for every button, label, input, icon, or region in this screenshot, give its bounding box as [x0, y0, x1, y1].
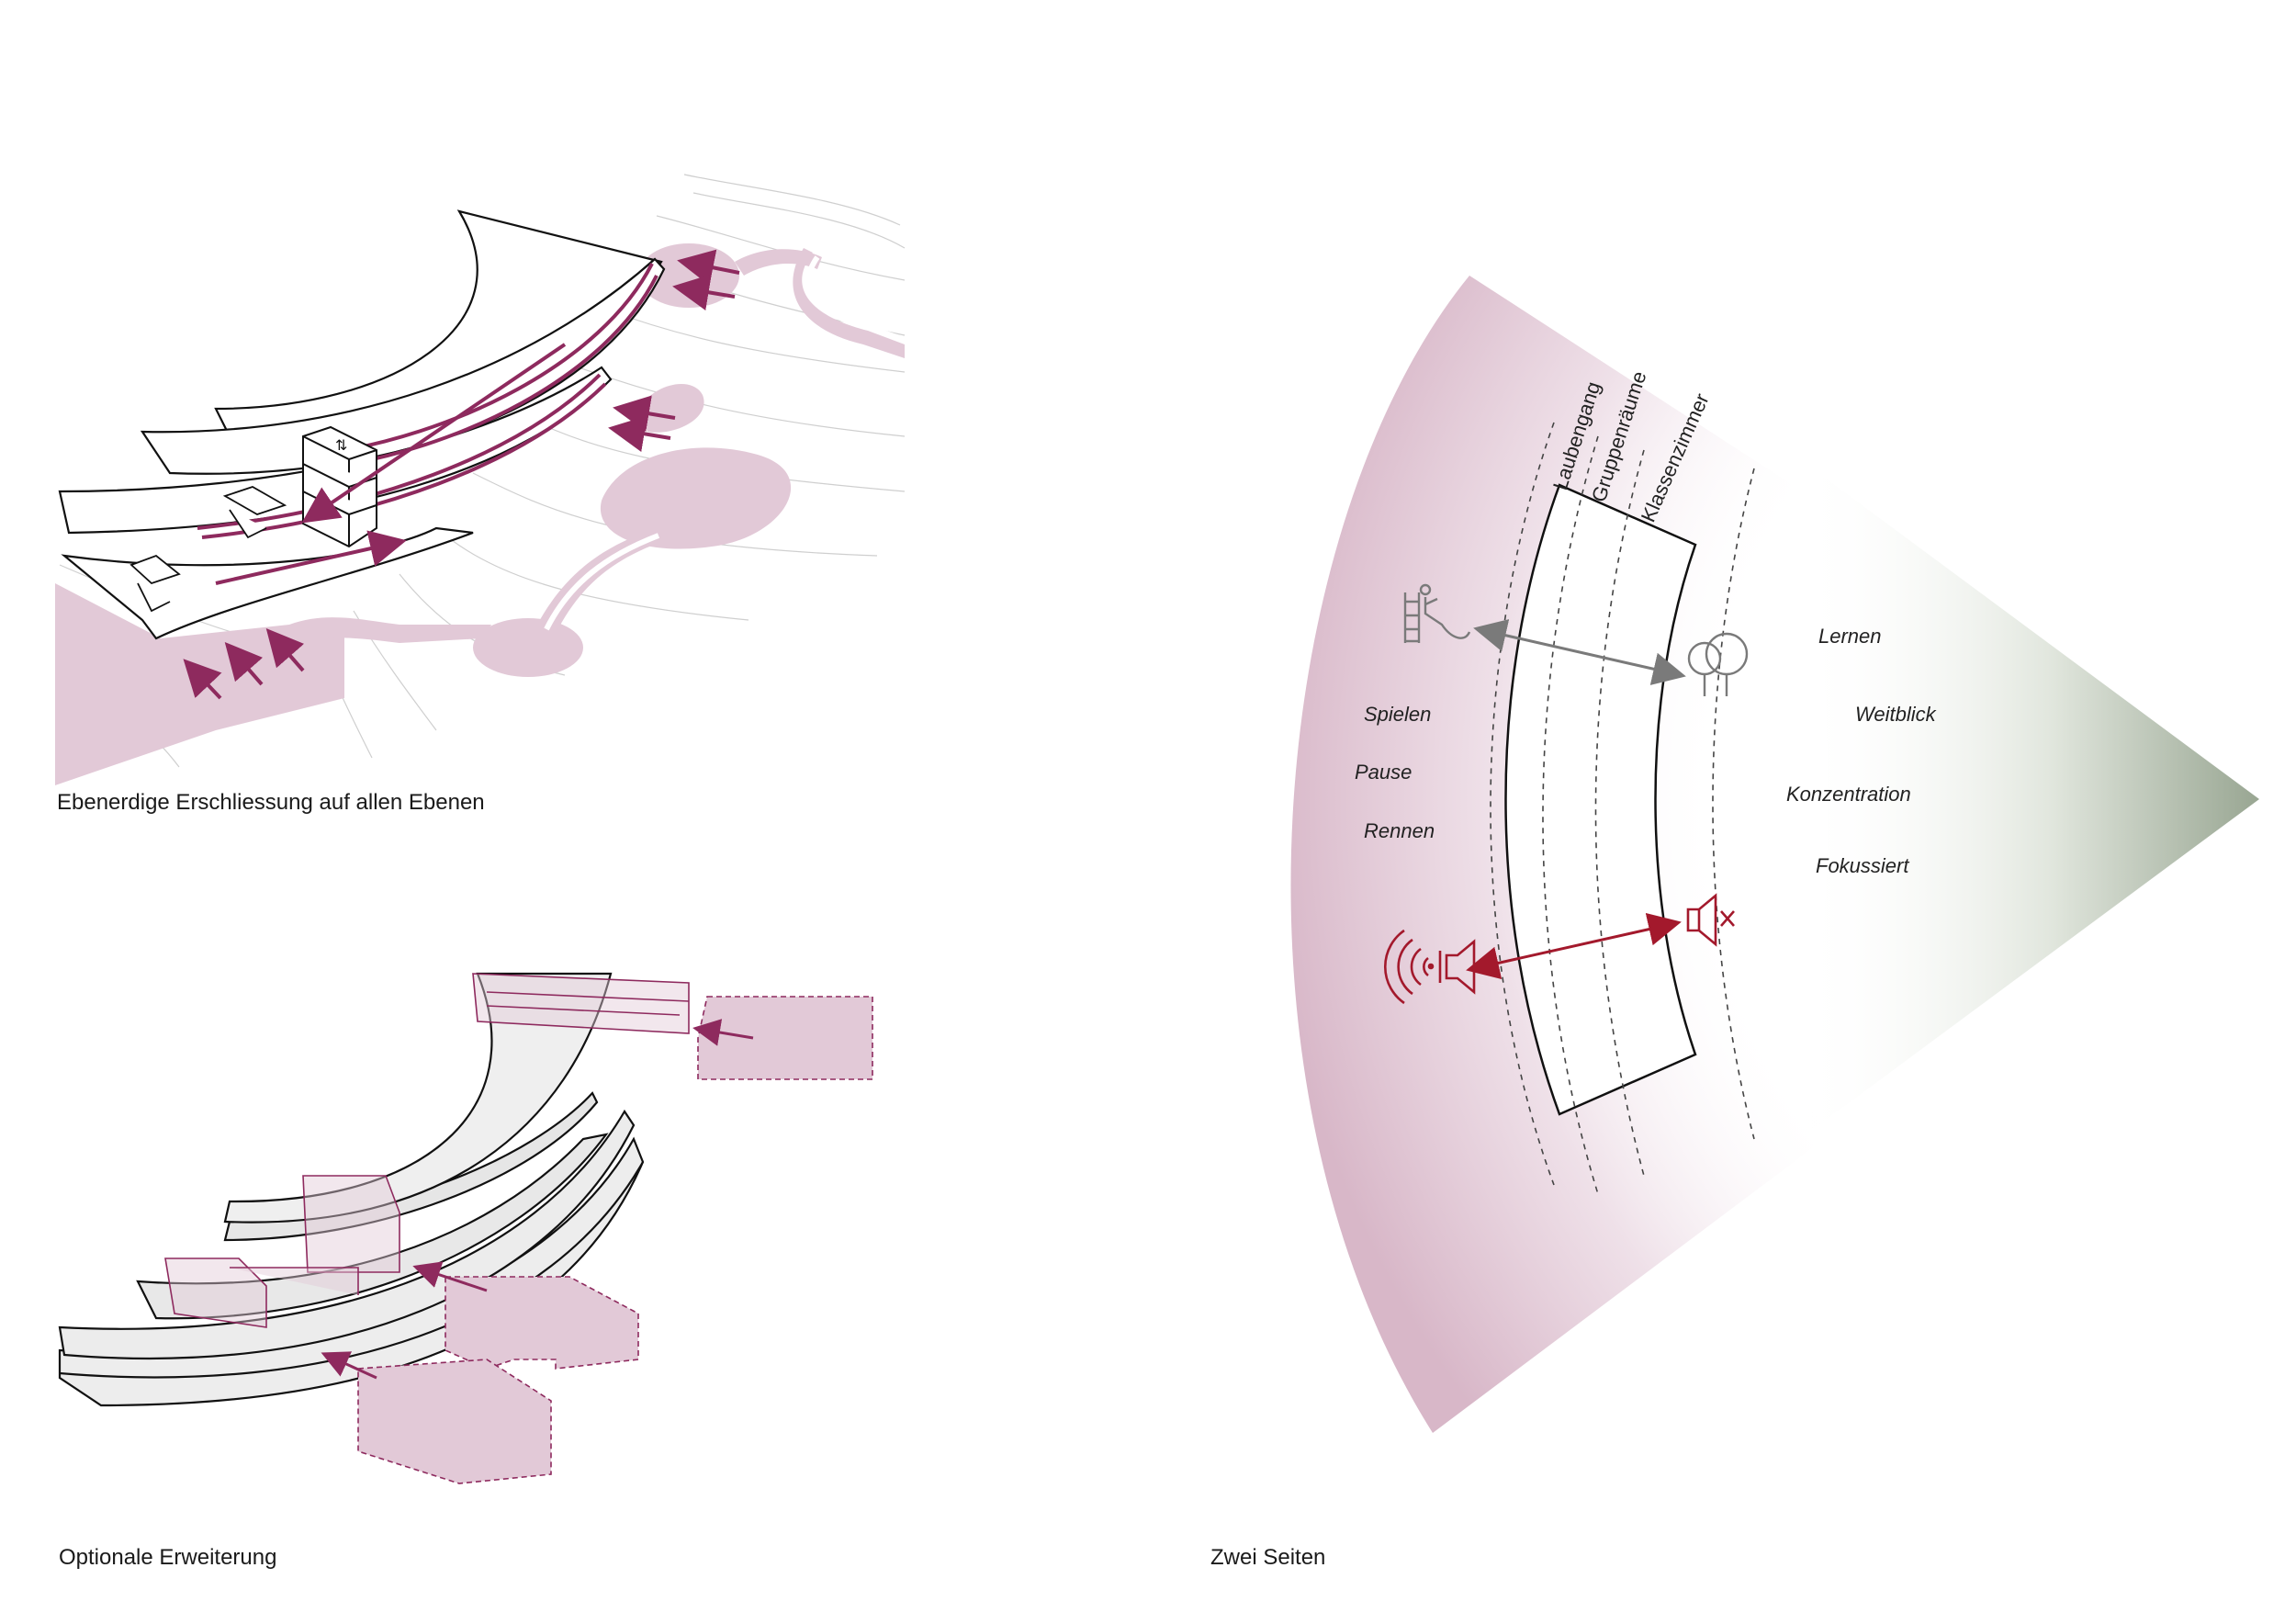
extension-box-top	[697, 996, 873, 1080]
arrow-entry-1	[183, 659, 222, 700]
extension-arrow-middle	[412, 1261, 488, 1292]
caption-two-sides: Zwei Seiten	[1210, 1545, 1326, 1570]
extension-box-middle	[445, 1276, 639, 1370]
arrow-mid-1	[613, 395, 676, 432]
arrow-entry-3	[265, 627, 305, 672]
slab-level-3	[140, 257, 666, 475]
view-relation-arrow	[1473, 619, 1686, 685]
arrow-top-1	[677, 249, 740, 286]
label-focused: Fokussiert	[1816, 854, 1909, 877]
ground-paths	[55, 243, 905, 785]
extension-box-bottom	[357, 1359, 552, 1484]
extension-outlines	[164, 973, 690, 1328]
label-view: Weitblick	[1855, 703, 1937, 726]
label-concentration: Konzentration	[1786, 783, 1911, 806]
label-learn: Lernen	[1818, 625, 1882, 648]
playground-slide-icon	[1403, 583, 1471, 643]
extension-arrows	[321, 1019, 754, 1380]
label-play: Spielen	[1364, 703, 1431, 726]
speaker-sound-icon	[1384, 929, 1476, 1005]
landscape-side-gradient	[1800, 459, 2259, 1139]
arrow-top-2	[672, 274, 736, 310]
svg-text:⇅: ⇅	[335, 438, 347, 454]
label-break: Pause	[1355, 761, 1412, 784]
arrow-mid-2	[608, 415, 671, 452]
access-arrows	[183, 249, 740, 700]
extension-volumes	[357, 996, 873, 1484]
stair-core: ⇅	[302, 425, 377, 548]
path-edges	[544, 255, 906, 631]
extension-arrow-bottom	[321, 1351, 377, 1380]
two-sides-diagram: Laubengang Gruppenräume Klassenzimmer Sp…	[1290, 276, 2278, 1433]
trees-icon	[1687, 632, 1749, 696]
caption-access: Ebenerdige Erschliessung auf allen Ebene…	[57, 790, 485, 815]
slab-stairs	[129, 486, 287, 613]
caption-extension: Optionale Erweiterung	[59, 1545, 277, 1570]
extension-arrow-top	[692, 1019, 754, 1046]
arrow-entry-2	[224, 641, 264, 686]
zone-dividers	[1490, 422, 1755, 1195]
access-diagram: ⇅	[55, 174, 906, 785]
circulation-bands	[197, 263, 658, 539]
speaker-muted-icon	[1686, 893, 1735, 947]
label-run: Rennen	[1364, 819, 1435, 842]
extension-diagram	[58, 972, 873, 1484]
arrow-inner-1	[301, 343, 567, 524]
noise-relation-arrow	[1466, 912, 1682, 980]
arrow-inner-2	[215, 530, 407, 585]
